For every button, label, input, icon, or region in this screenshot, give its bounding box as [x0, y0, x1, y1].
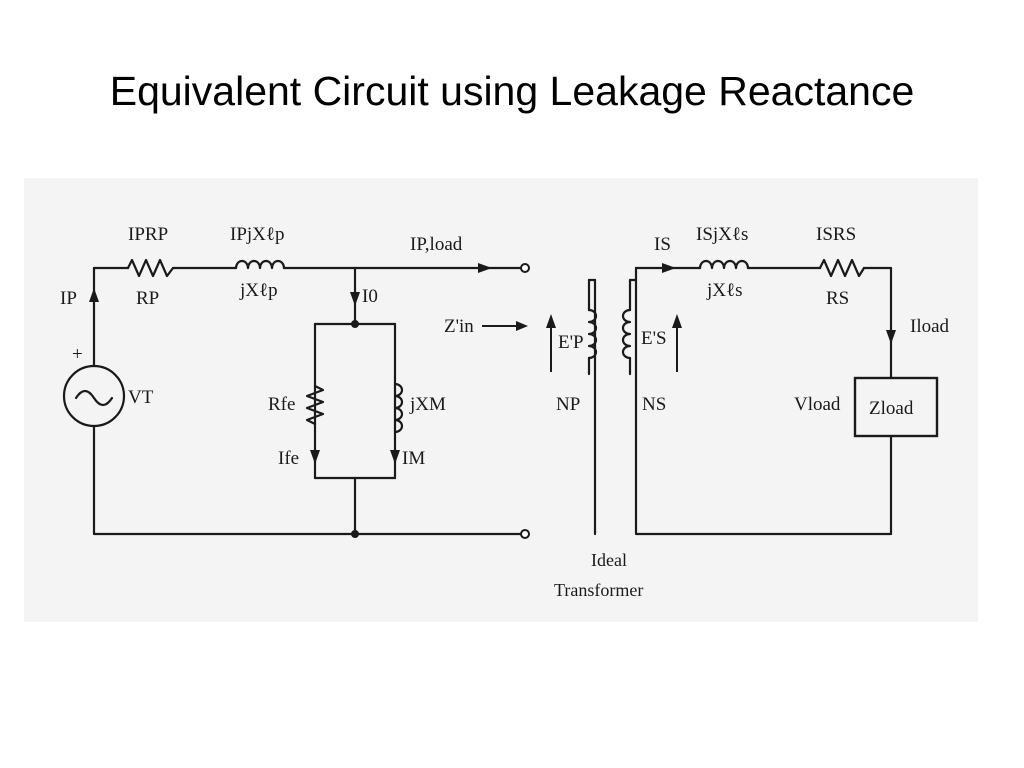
- circuit-scan: IPRP IPjXℓp IP,load IS ISjXℓs ISRS RP jX…: [24, 178, 978, 622]
- label-is-rs: ISRS: [816, 224, 856, 245]
- jxm-inductor: [393, 382, 404, 434]
- rp-resistor: [126, 258, 175, 278]
- rs-resistor: [818, 258, 866, 278]
- primary-wires: [92, 266, 597, 536]
- label-jxm: jXM: [409, 394, 446, 415]
- label-zin: Z'in: [444, 316, 474, 337]
- ideal-transformer: [587, 278, 632, 376]
- label-ns: NS: [642, 394, 666, 415]
- secondary-wires: [628, 266, 893, 536]
- label-ideal: Ideal: [591, 550, 627, 570]
- label-ep: E'P: [558, 332, 584, 353]
- jxlp-inductor: [234, 259, 286, 270]
- label-rs: RS: [826, 288, 849, 309]
- label-transformer: Transformer: [554, 580, 643, 600]
- label-jxlp: jXℓp: [239, 280, 278, 301]
- label-zload: Zload: [869, 398, 914, 419]
- label-rp: RP: [136, 288, 159, 309]
- zload-box: [853, 376, 939, 438]
- label-is-jxls: ISjXℓs: [696, 224, 748, 245]
- page-title: Equivalent Circuit using Leakage Reactan…: [109, 68, 915, 114]
- junction-dot: [351, 530, 359, 538]
- jxls-inductor: [698, 259, 750, 270]
- label-ife: Ife: [278, 448, 299, 469]
- label-ip-jxlp: IPjXℓp: [230, 224, 285, 245]
- label-ip-load: IP,load: [410, 234, 463, 255]
- primary-terminal-bottom: [520, 529, 530, 539]
- current-arrows: [89, 263, 896, 464]
- primary-terminal-top: [520, 263, 530, 273]
- voltage-source-vt: [62, 364, 126, 428]
- junction-dot: [351, 320, 359, 328]
- label-np: NP: [556, 394, 580, 415]
- label-plus: +: [72, 344, 83, 365]
- rfe-resistor: [305, 384, 325, 426]
- label-ip: IP: [60, 288, 77, 309]
- label-vload: Vload: [794, 394, 841, 415]
- equivalent-circuit-diagram: IPRP IPjXℓp IP,load IS ISjXℓs ISRS RP jX…: [60, 224, 950, 600]
- label-vt: VT: [128, 387, 154, 408]
- label-im: IM: [402, 448, 425, 469]
- label-is: IS: [654, 234, 671, 255]
- label-iload: Iload: [910, 316, 950, 337]
- label-rfe: Rfe: [268, 394, 295, 415]
- label-i0: I0: [362, 286, 378, 307]
- label-ip-rp: IPRP: [128, 224, 168, 245]
- label-es: E'S: [641, 328, 667, 349]
- label-jxls: jXℓs: [706, 280, 743, 301]
